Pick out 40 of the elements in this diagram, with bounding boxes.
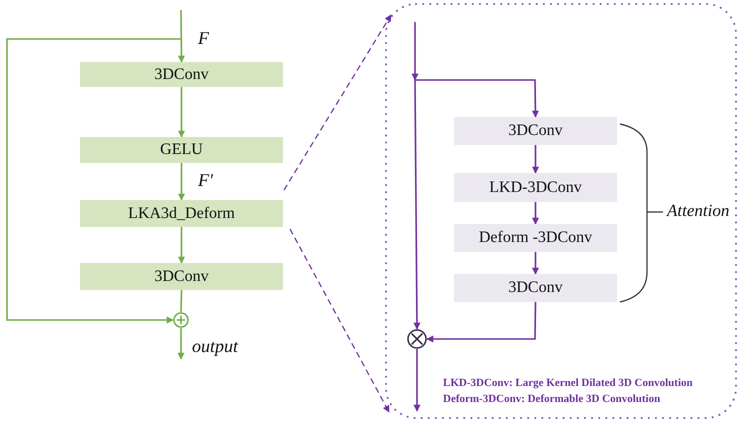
- note-text: LKD-3DConv: Large Kernel Dilated 3D Convolution: [443, 377, 693, 389]
- connector-line: [180, 290, 182, 312]
- process-box: [80, 62, 283, 87]
- arrow: [178, 163, 185, 201]
- process-box: [80, 263, 283, 290]
- arrow: [532, 202, 539, 225]
- box-label: GELU: [160, 141, 203, 159]
- box-label: 3DConv: [154, 268, 209, 286]
- box-label: 3DConv: [508, 122, 563, 140]
- arrow: [426, 302, 536, 342]
- arrow: [178, 227, 185, 264]
- arrow: [289, 228, 390, 413]
- process-box: [80, 137, 283, 163]
- process-box: [80, 200, 283, 227]
- multiply-circle: [407, 329, 427, 349]
- variable-label: F′: [198, 170, 213, 191]
- arrow: [178, 10, 185, 63]
- arrow: [283, 14, 392, 190]
- box-label: 3DConv: [508, 279, 563, 297]
- process-box: [454, 224, 617, 252]
- brace-label: Attention: [667, 201, 730, 221]
- arrow: [532, 252, 539, 275]
- box-label: 3DConv: [154, 66, 209, 84]
- process-box: [454, 274, 617, 302]
- variable-label: F: [198, 28, 209, 49]
- sum-circle: [173, 312, 189, 328]
- process-box: [454, 173, 617, 202]
- process-box: [454, 117, 617, 145]
- box-label: LKD-3DConv: [489, 178, 582, 196]
- dotted-panel: [385, 3, 737, 419]
- box-label: Deform -3DConv: [478, 229, 592, 247]
- box-label: LKA3d_Deform: [128, 204, 235, 222]
- note-text: Deform-3DConv: Deformable 3D Convolution: [443, 393, 660, 405]
- arrow: [532, 145, 539, 174]
- arrow: [415, 79, 539, 118]
- arrow: [412, 22, 420, 329]
- arrow: [414, 349, 420, 412]
- arrow: [6, 38, 181, 324]
- arrow: [178, 87, 185, 138]
- arrow: [178, 328, 184, 360]
